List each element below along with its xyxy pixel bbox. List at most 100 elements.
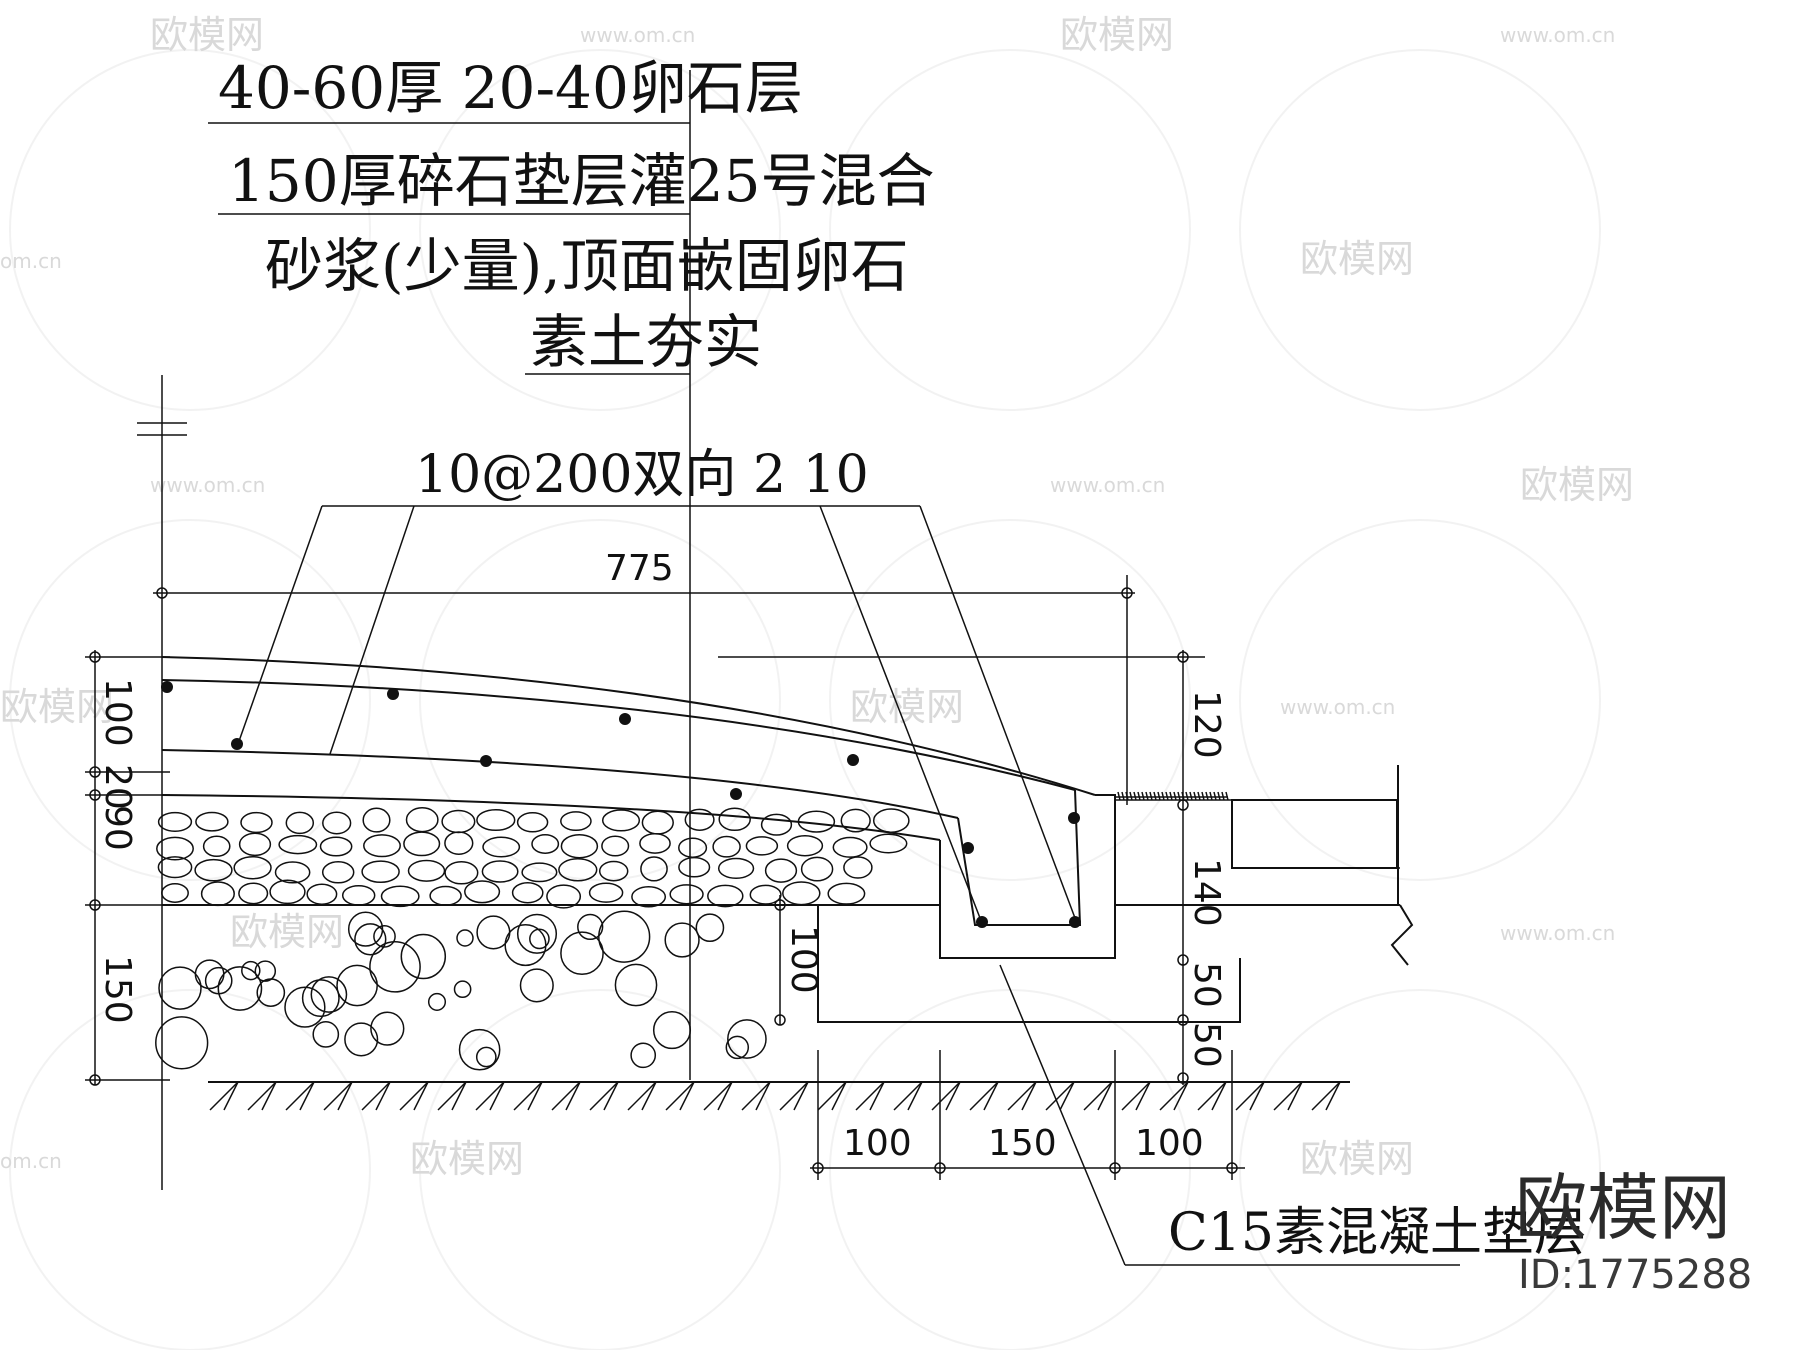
gravel-stone <box>427 992 447 1011</box>
ground-tick <box>1211 1081 1227 1111</box>
gravel-stone <box>354 923 387 956</box>
cobble-stone <box>269 879 306 905</box>
ground-tick <box>513 1081 543 1111</box>
left-axis <box>137 375 187 1190</box>
ground-tick <box>565 1081 581 1111</box>
cobble-stone <box>278 834 318 855</box>
watermark-site-short-2: om.cn <box>0 1149 62 1173</box>
gravel-stone <box>614 963 658 1007</box>
grass-tick <box>1201 791 1205 801</box>
ground-tick <box>1173 1081 1189 1111</box>
ground-tick <box>817 1081 847 1111</box>
rebar-callout: 10@200双向 2 10 <box>237 445 1076 919</box>
ground-tick <box>437 1081 467 1111</box>
gravel-stone <box>652 1011 692 1050</box>
cobble-stone <box>363 834 401 858</box>
rebar-dot <box>730 788 742 800</box>
cobble-stone <box>240 811 273 834</box>
rebar-dot <box>847 754 859 766</box>
annotation-block: 40-60厚 20-40卵石层 150厚碎石垫层灌25号混合 砂浆(少量),顶面… <box>208 54 935 1080</box>
cobble-stone <box>285 811 315 835</box>
cobble-stone <box>843 856 873 879</box>
watermark-site-5: www.om.cn <box>1280 695 1395 719</box>
cobble-stone <box>601 835 630 857</box>
cobble-stone <box>749 884 782 905</box>
dim-bottom-150: 150 <box>988 1123 1057 1164</box>
ground-tick <box>589 1081 619 1111</box>
ground-tick <box>1021 1081 1037 1111</box>
brand-stamp-name: 欧模网 <box>1515 1166 1731 1250</box>
grass-tick <box>1117 791 1121 801</box>
cobble-stone <box>429 885 462 906</box>
ground-tick <box>641 1081 657 1111</box>
watermark-brand-6: 欧模网 <box>850 685 964 729</box>
ground-tick <box>893 1081 923 1111</box>
ground-tick <box>855 1081 885 1111</box>
ground-tick <box>779 1081 809 1111</box>
dim-right-50a: 50 <box>1186 962 1227 1008</box>
gravel-stone <box>310 976 348 1013</box>
rebar-dot <box>976 916 988 928</box>
grass-tick <box>1169 791 1173 801</box>
cobble-layer <box>156 807 910 909</box>
dim-overall-label: 775 <box>605 548 674 589</box>
dim-gutter: 100 <box>774 895 824 1026</box>
ground-tick <box>247 1081 277 1111</box>
cobble-stone <box>760 813 793 836</box>
grass-tick <box>1189 791 1193 801</box>
gravel-stone <box>155 1016 209 1070</box>
rebar-dot <box>1068 812 1080 824</box>
ground-tick <box>755 1081 771 1111</box>
cobble-stone <box>707 884 744 908</box>
ground-tick <box>1083 1081 1113 1111</box>
rebar-dot <box>480 755 492 767</box>
gravel-stone <box>217 966 263 1011</box>
gravel-stone <box>475 1046 497 1068</box>
ground-tick <box>793 1081 809 1111</box>
grass-tick <box>1153 791 1157 801</box>
cobble-stone <box>194 858 233 882</box>
dim-left-90: 90 <box>97 805 138 851</box>
gravel-stone <box>727 1019 767 1059</box>
ground-tick <box>1287 1081 1303 1111</box>
cobble-stone <box>718 807 751 832</box>
gravel-stone <box>516 913 558 954</box>
grass-tick <box>1225 791 1229 801</box>
brand-stamp: 欧模网 ID:1775288 <box>1515 1166 1752 1298</box>
cobble-stone <box>482 836 521 858</box>
dim-overall: 775 <box>153 548 1135 805</box>
cobble-stone <box>380 885 420 908</box>
cobble-stone <box>786 834 824 857</box>
ground-tick <box>703 1081 733 1111</box>
cobble-stone <box>321 861 355 884</box>
cobble-stone <box>631 886 667 908</box>
ground-tick <box>1097 1081 1113 1111</box>
cobble-stone <box>588 882 624 903</box>
watermark-site-3: www.om.cn <box>150 473 265 497</box>
ground-tick <box>983 1081 999 1111</box>
gravel-stone <box>456 929 474 947</box>
watermark-brand-8: 欧模网 <box>410 1137 524 1181</box>
rebar-dot <box>619 713 631 725</box>
watermark-site-short-1: om.cn <box>0 249 62 273</box>
gravel-stone <box>598 910 651 963</box>
annotation-line-1: 40-60厚 20-40卵石层 <box>218 54 803 122</box>
ground-tick <box>1159 1081 1189 1111</box>
ground-hatch <box>208 1081 1350 1111</box>
grass-tick <box>1193 791 1197 801</box>
concrete-label: C15素混凝土垫层 <box>1168 1203 1586 1263</box>
cobble-stone <box>444 831 474 855</box>
cobble-stone <box>601 809 641 832</box>
ground-tick <box>1059 1081 1075 1111</box>
watermark-site-2: www.om.cn <box>1500 23 1615 47</box>
cobble-stone <box>403 831 441 857</box>
cobble-stone <box>156 836 194 861</box>
gravel-stone <box>560 931 604 976</box>
ground-tick <box>603 1081 619 1111</box>
ground-tick <box>717 1081 733 1111</box>
ground-tick <box>1235 1081 1265 1111</box>
cobble-stone <box>233 855 272 880</box>
ground-tick <box>223 1081 239 1111</box>
grass-tick <box>1157 791 1161 801</box>
